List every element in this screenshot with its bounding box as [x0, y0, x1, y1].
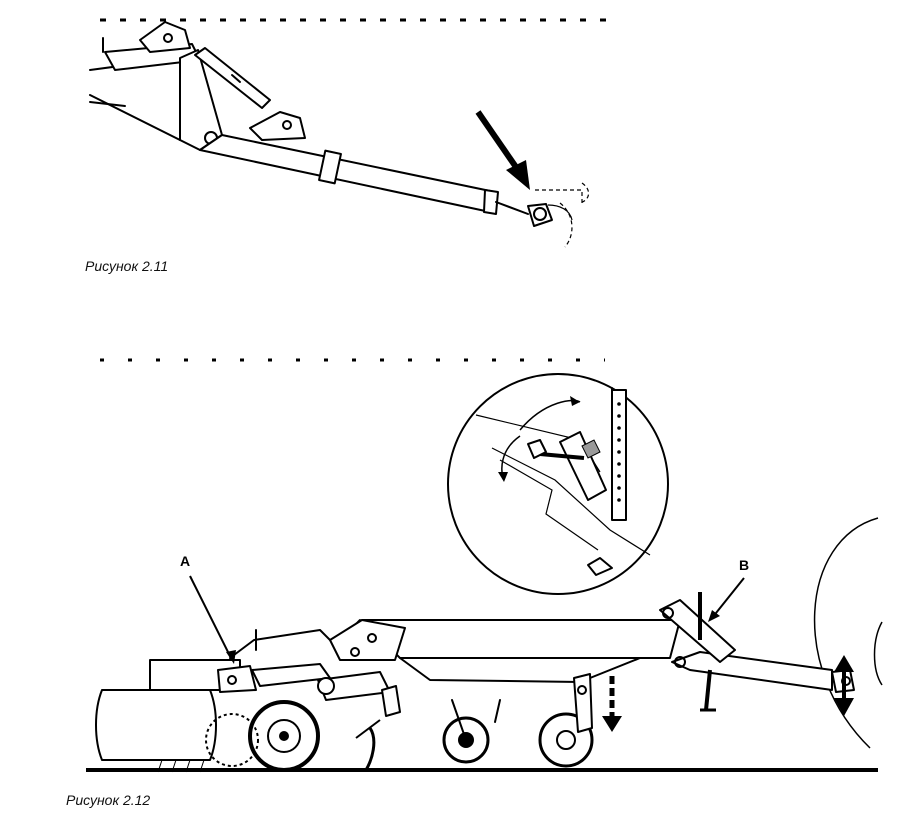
- tine: [364, 727, 376, 771]
- detail-frame-line-lower: [491, 447, 651, 556]
- front-hitch-box: [217, 665, 257, 693]
- gauge-wheel-2: [205, 713, 259, 767]
- detail-wrench: [539, 452, 585, 460]
- hitch-link: [495, 201, 529, 215]
- drawbar-hitch-illustration: [89, 18, 615, 248]
- detail-nut: [581, 439, 601, 459]
- figure-caption: Рисунок 2.12: [66, 792, 151, 808]
- detail-rotate-arrowhead-lower: [498, 472, 508, 482]
- detail-cylinder: [559, 431, 607, 501]
- callout-label-b: B: [739, 557, 750, 573]
- hitch-eye: [533, 207, 547, 221]
- detail-bracket: [499, 459, 599, 551]
- bracket-pin: [163, 33, 173, 43]
- callout-a-arrowhead: [226, 650, 236, 664]
- rear-wheel-arm: [573, 673, 593, 733]
- shank-bracket: [381, 685, 401, 717]
- mount-pin: [662, 607, 674, 619]
- mid-arm-pivot: [317, 677, 335, 695]
- hydraulic-cylinder: [194, 47, 271, 109]
- drawbar-bracket: [249, 111, 306, 141]
- depth-arrowhead: [602, 716, 622, 732]
- frame-undercarriage: [399, 657, 641, 683]
- parking-jack: [704, 669, 712, 711]
- drawbar-cylinder-mount: [659, 599, 736, 663]
- drawbar: [199, 134, 496, 213]
- height-adjust-arrow-up: [834, 655, 854, 672]
- figure-caption: Рисунок 2.11: [85, 258, 169, 274]
- detail-wrench-head: [527, 439, 547, 459]
- front-linkage: [229, 629, 331, 659]
- rear-wheel-hub: [556, 730, 576, 750]
- callout-a-leader: [189, 575, 233, 661]
- frame-pin: [367, 633, 377, 643]
- callout-label-a: A: [180, 553, 191, 569]
- indicator-arrow-shaft: [475, 110, 521, 172]
- cultivator-side-view-illustration: [86, 358, 883, 773]
- frame-pin-2: [350, 647, 360, 657]
- hitch-ring: [527, 203, 553, 227]
- tine-arm: [355, 719, 381, 739]
- indicator-arrow-head: [506, 160, 530, 190]
- mid-shank: [494, 699, 501, 723]
- front-roller: [95, 689, 217, 761]
- detail-rotate-arrowhead-upper: [570, 396, 580, 406]
- figure-2-12: A B Рисунок 2.12: [0, 340, 904, 828]
- drawbar-pivot: [674, 656, 686, 668]
- tractor-drawbar: [547, 204, 573, 221]
- frame-beam-lower: [89, 94, 181, 141]
- drawbar-end: [483, 189, 499, 215]
- rear-arm-pin: [577, 685, 587, 695]
- callout-b-arrowhead: [708, 610, 720, 622]
- height-adjust-arrow-down: [834, 698, 854, 716]
- detail-magnifier-circle: [447, 373, 669, 595]
- frame-beam-lower-edge: [89, 101, 126, 107]
- frame-beam: [89, 57, 181, 141]
- cylinder-band: [231, 74, 241, 83]
- callout-b-leader: [711, 577, 745, 619]
- tractor-wheel-hub-outline: [873, 621, 883, 686]
- front-hitch-pin: [227, 675, 237, 685]
- mid-wheel-arm: [451, 699, 467, 741]
- detail-foot: [587, 557, 613, 576]
- gauge-wheel-hub: [279, 731, 289, 741]
- detail-adjustment-post: [611, 389, 627, 521]
- drawbar-clamp: [318, 149, 342, 185]
- tractor-wheel-outline: [813, 517, 879, 749]
- drawbar: [671, 651, 833, 691]
- figure-2-11: Рисунок 2.11: [0, 0, 904, 290]
- tractor-drawbar-outline: [535, 182, 590, 248]
- drawbar-bracket-pin: [282, 120, 292, 130]
- main-frame-beam: [361, 619, 681, 659]
- detail-contents: [475, 387, 651, 576]
- detail-post-holes: [617, 402, 621, 502]
